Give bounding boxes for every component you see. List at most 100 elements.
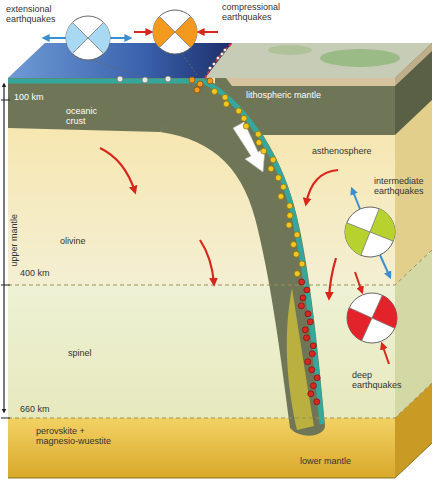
earthquake-dot <box>309 351 315 357</box>
earthquake-dot <box>270 157 276 163</box>
beachball-circle <box>66 16 110 60</box>
earthquake-dot <box>298 303 304 309</box>
epicenter-dot <box>220 52 223 55</box>
earthquake-dot <box>299 279 305 285</box>
mantle-flow-arrow <box>329 258 336 298</box>
earthquake-dot <box>243 123 249 129</box>
beachball-quadrant <box>345 223 370 255</box>
leader-line <box>182 54 198 76</box>
earthquake-dot <box>304 287 310 293</box>
earthquake-dot <box>300 295 306 301</box>
diagram-label: 400 km <box>20 268 50 278</box>
diagram-label: asthenosphere <box>312 146 372 156</box>
continental-crust <box>226 78 395 86</box>
diagram-label: lower mantle <box>300 456 351 466</box>
stress-arrow <box>110 37 130 39</box>
earthquake-dot <box>207 78 213 84</box>
map-ocean <box>8 43 232 78</box>
lithosphere-side <box>395 43 432 135</box>
diagram-label: olivine <box>60 236 86 246</box>
earthquake-dot <box>308 391 314 397</box>
diagram-label: compressional earthquakes <box>222 2 286 23</box>
oceanic-crust-layer <box>8 81 322 424</box>
earthquake-dot <box>222 94 228 100</box>
earthquake-dot <box>165 76 171 82</box>
earthquake-dot <box>309 367 315 373</box>
trench-line <box>205 43 232 78</box>
diagram-label: perovskite + magnesio-wuestite <box>36 426 118 447</box>
earthquake-dots <box>117 76 320 405</box>
map-vegetation <box>268 45 312 55</box>
earthquake-dot <box>294 271 300 277</box>
earthquake-dot <box>223 101 229 107</box>
slab-guide <box>205 86 317 420</box>
earthquake-dot <box>294 232 300 238</box>
earthquake-dot <box>256 140 262 146</box>
stress-arrow <box>355 272 362 292</box>
stress-arrow <box>380 255 390 277</box>
nodal-plane <box>349 308 395 329</box>
focal-mechanism <box>66 16 110 60</box>
epicenter-dot <box>223 48 226 51</box>
epicenter-dot <box>208 66 211 69</box>
epicenter-dot <box>216 56 219 59</box>
earthquake-dot <box>286 222 292 228</box>
continental-crust-side <box>395 43 432 86</box>
earthquake-dot <box>278 193 284 199</box>
earthquake-dot <box>261 148 267 154</box>
lower-mantle-band-side <box>395 383 432 478</box>
nodal-plane <box>72 22 103 53</box>
earthquake-dot <box>241 115 247 121</box>
earthquake-dot <box>255 131 261 137</box>
earthquake-dot <box>287 203 293 209</box>
lower-mantle-band <box>8 418 395 478</box>
mantle-flow-arrow <box>200 240 214 284</box>
epicenter-dot <box>212 62 215 65</box>
nodal-plane <box>159 16 190 47</box>
spinel-band <box>8 285 395 418</box>
depth-tick <box>1 285 10 286</box>
earthquake-dot <box>287 212 293 218</box>
earthquake-dot <box>291 241 297 247</box>
earthquake-dot <box>305 359 311 365</box>
depth-tick <box>1 418 10 419</box>
stress-arrow <box>134 31 151 33</box>
diagram-label: intermediate earthquakes <box>374 176 430 197</box>
mantle-flow-arrow <box>306 170 338 204</box>
diagram-label: 100 km <box>14 92 44 102</box>
diagram-label: 660 km <box>20 404 50 414</box>
earthquake-dot <box>305 311 311 317</box>
beachball-quadrant <box>370 209 395 241</box>
diagram-label: extensional earthquakes <box>6 4 68 25</box>
earthquake-dot <box>268 166 274 172</box>
axis-label: upper mantle <box>9 214 19 267</box>
stress-arrow <box>199 31 218 33</box>
diagram-label: lithospheric mantle <box>246 90 321 100</box>
stress-arrow <box>382 344 389 364</box>
focal-mechanism <box>153 10 197 54</box>
earthquake-dot <box>314 375 320 381</box>
stress-arrow <box>352 189 360 209</box>
earthquake-dot <box>310 383 316 389</box>
earthquake-dot <box>293 251 299 257</box>
earthquake-dot <box>302 327 308 333</box>
depth-ruler <box>3 84 4 412</box>
map-vegetation <box>320 49 400 67</box>
focal-mechanism <box>347 293 397 343</box>
diagram-label: oceanic crust <box>66 106 106 127</box>
earthquake-dot <box>142 77 148 83</box>
upper-mantle-band-side <box>395 43 432 285</box>
leader-line <box>92 60 140 76</box>
earthquake-dot <box>299 261 305 267</box>
earthquake-dot <box>314 399 320 405</box>
stress-arrow <box>44 37 66 39</box>
earthquake-dot <box>189 77 195 83</box>
nodal-plane <box>347 223 394 241</box>
earthquake-dot <box>304 335 310 341</box>
earthquake-dot <box>307 319 313 325</box>
diagram-label: deep earthquakes <box>352 370 407 391</box>
earthquake-dot <box>117 76 123 82</box>
earthquake-dot <box>197 81 203 87</box>
